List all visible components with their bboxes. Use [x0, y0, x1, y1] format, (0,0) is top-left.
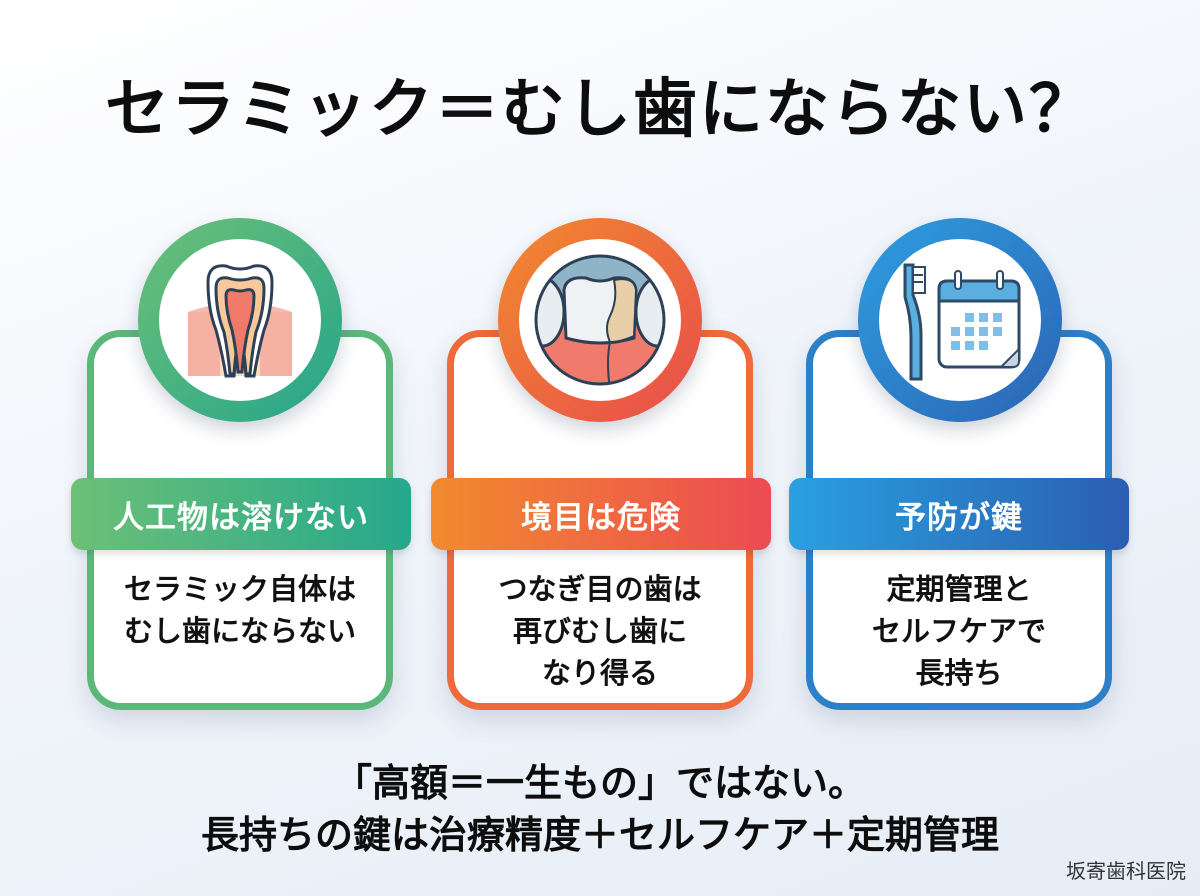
- footer-key-message: 長持ちの鍵は治療精度＋セルフケア＋定期管理: [200, 813, 999, 857]
- card-1-body-line: セラミック自体は: [123, 572, 356, 606]
- card-3-heading-banner: 予防が鍵: [789, 478, 1129, 550]
- card-1-heading-banner: 人工物は溶けない: [71, 478, 411, 550]
- card-2-body-line: 再びむし歯に: [512, 614, 687, 648]
- clinic-name: 坂寄歯科医院: [1066, 859, 1186, 883]
- card-1-icon-circle: [138, 218, 342, 422]
- card-1-body: セラミック自体は むし歯にならない: [90, 568, 390, 652]
- card-3-body-line: 定期管理と: [886, 572, 1032, 606]
- page-title: セラミック＝むし歯にならない？: [105, 73, 1095, 147]
- card-3-icon-circle: [858, 218, 1062, 422]
- card-3-body: 定期管理と セルフケアで 長持ち: [809, 568, 1109, 694]
- card-3-body-line: セルフケアで: [871, 614, 1046, 648]
- card-2-body-line: つなぎ目の歯は: [498, 572, 702, 606]
- card-2-body: つなぎ目の歯は 再びむし歯に なり得る: [450, 568, 750, 694]
- card-2-heading-banner: 境目は危険: [431, 478, 771, 550]
- restored-tooth-margin-icon: [534, 254, 666, 386]
- toothbrush-calendar-icon: [903, 263, 1021, 381]
- card-3-body-line: 長持ち: [915, 656, 1003, 690]
- card-2-icon-circle: [498, 218, 702, 422]
- card-1-body-line: むし歯にならない: [123, 614, 356, 648]
- tooth-cross-section-icon: [188, 264, 292, 378]
- footer-statement: 「高額＝一生もの」ではない。: [333, 761, 866, 805]
- card-2-body-line: なり得る: [541, 656, 658, 690]
